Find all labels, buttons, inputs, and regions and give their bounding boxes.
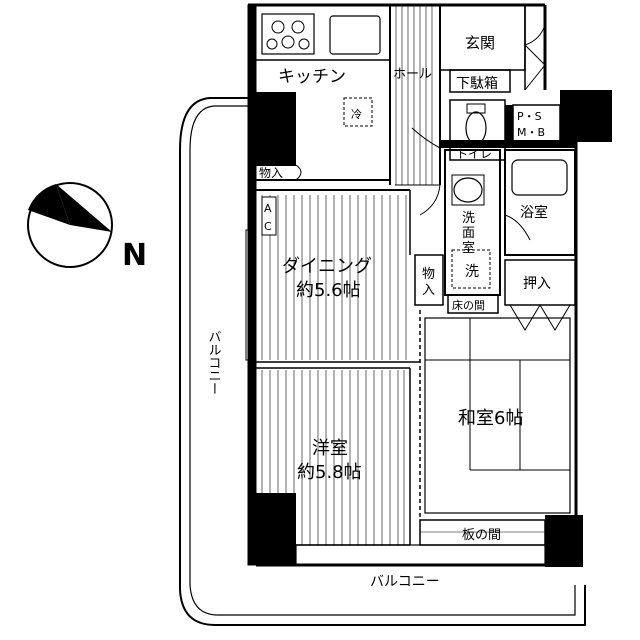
washitsu-room bbox=[419, 310, 571, 520]
label-toilet: トイレ bbox=[456, 147, 492, 161]
toilet-room bbox=[449, 99, 506, 161]
entrance-area bbox=[439, 4, 546, 93]
dining-floor bbox=[256, 189, 420, 363]
label-washroom-2: 面 bbox=[462, 226, 475, 241]
label-storage-mid-1: 物 bbox=[422, 267, 435, 282]
sink bbox=[329, 15, 381, 55]
label-balcony-bottom: バルコニー bbox=[370, 574, 440, 590]
label-washroom-1: 洗 bbox=[462, 211, 475, 226]
wall-columns bbox=[248, 90, 612, 567]
label-hall: ホール bbox=[393, 67, 432, 82]
label-balcony-side: バルコニー bbox=[206, 330, 222, 395]
label-washitsu: 和室6帖 bbox=[458, 408, 523, 429]
compass bbox=[27, 182, 113, 268]
label-entrance: 玄関 bbox=[465, 34, 495, 52]
label-fridge: 冷 bbox=[351, 108, 362, 121]
label-shoe-box: 下駄箱 bbox=[456, 76, 498, 92]
label-closet: 押入 bbox=[523, 276, 551, 292]
label-bath: 浴室 bbox=[520, 204, 548, 221]
balcony-door-frame bbox=[295, 544, 546, 566]
balcony-rail bbox=[189, 105, 576, 616]
storage-mid bbox=[414, 254, 444, 306]
ps-mb-box bbox=[512, 104, 561, 146]
label-ps: P・S bbox=[517, 110, 542, 123]
fridge-space bbox=[343, 97, 373, 127]
window-dining bbox=[245, 229, 251, 361]
tokonoma-box bbox=[447, 294, 499, 314]
label-washroom-3: 室 bbox=[462, 240, 475, 256]
label-itanoma: 板の間 bbox=[462, 528, 501, 543]
youshitsu-floor bbox=[256, 367, 411, 545]
label-storage-small: 物入 bbox=[259, 166, 283, 180]
closet-doors bbox=[509, 304, 571, 331]
label-youshitsu: 洋室 bbox=[312, 438, 348, 459]
label-tokonoma: 床の間 bbox=[452, 298, 485, 312]
ac-box bbox=[261, 196, 277, 236]
label-dining: ダイニング bbox=[282, 256, 372, 277]
label-storage-mid-2: 入 bbox=[422, 283, 435, 298]
label-ac-a: A bbox=[264, 202, 272, 215]
label-ac-c: C bbox=[264, 220, 272, 233]
balcony-outline bbox=[179, 97, 586, 626]
label-mb: M・B bbox=[517, 126, 545, 139]
label-youshitsu-size: 約5.8帖 bbox=[297, 462, 362, 483]
label-kitchen: キッチン bbox=[278, 67, 346, 87]
compass-north-label: N bbox=[122, 238, 147, 273]
bath-room bbox=[504, 149, 576, 256]
stove bbox=[261, 13, 315, 55]
label-dining-size: 約5.6帖 bbox=[296, 280, 361, 301]
hall-area bbox=[389, 5, 441, 216]
label-washer: 洗 bbox=[465, 264, 479, 280]
